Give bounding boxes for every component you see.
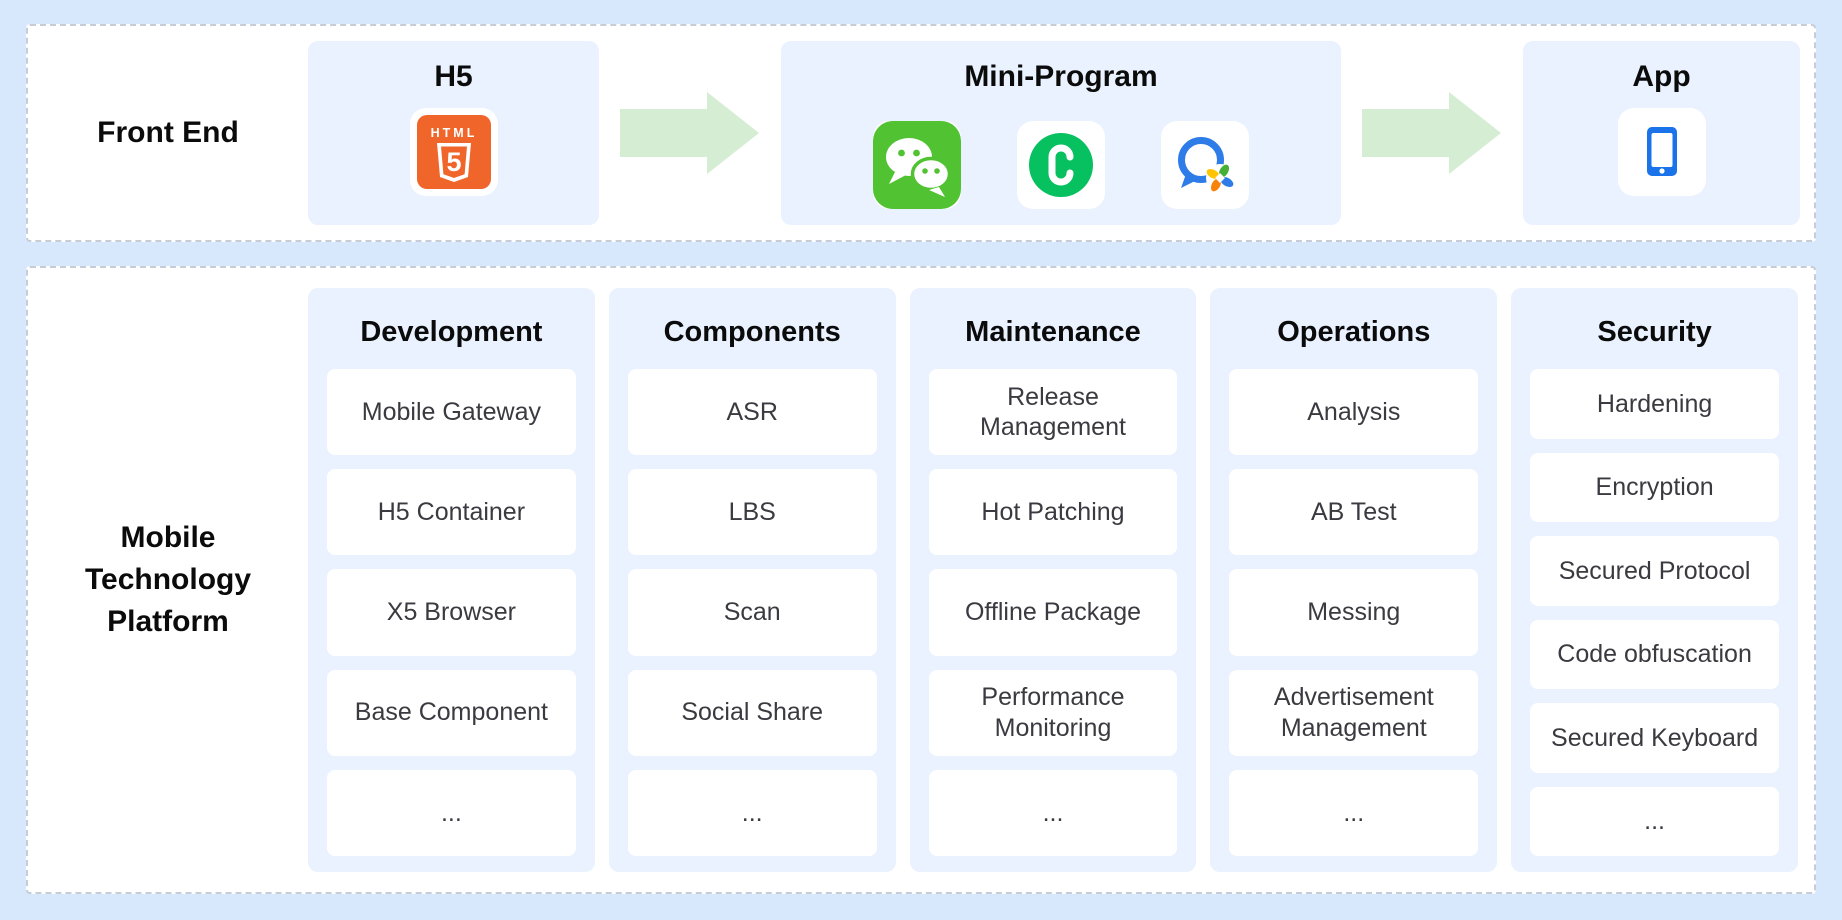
item-secured-protocol: Secured Protocol [1530,536,1779,606]
html5-icon-word: HTML [430,126,477,140]
column-operations: Operations Analysis AB Test Messing Adve… [1210,288,1498,872]
column-components: Components ASR LBS Scan Social Share ... [608,288,896,872]
item-operations-more: ... [1229,769,1479,857]
column-security: Security Hardening Encryption Secured Pr… [1511,288,1798,872]
item-performance-monitoring: Performance Monitoring [928,669,1178,756]
arrow-right-icon [620,92,759,174]
item-mobile-gateway: Mobile Gateway [327,369,576,456]
wecom-icon [1161,121,1249,209]
item-messing: Messing [1229,569,1479,656]
h5-card-title: H5 [434,60,473,93]
html5-icon-number: 5 [446,147,461,177]
front-end-label: Front End [97,116,239,149]
item-maintenance-more: ... [928,769,1178,857]
platform-columns: Development Mobile Gateway H5 Container … [308,288,1798,872]
item-lbs: LBS [627,469,877,556]
column-development: Development Mobile Gateway H5 Container … [308,288,595,872]
platform-panel: Mobile Technology Platform Development M… [26,266,1816,894]
column-security-title: Security [1597,316,1712,348]
column-operations-title: Operations [1277,316,1431,348]
app-card-title: App [1632,60,1691,93]
mini-program-card: Mini-Program [781,41,1341,225]
item-hot-patching: Hot Patching [928,469,1178,556]
mini-program-card-title: Mini-Program [964,60,1158,93]
item-ab-test: AB Test [1229,469,1479,556]
item-scan: Scan [627,569,877,656]
mini-program-icons-row [873,108,1249,209]
item-analysis: Analysis [1229,369,1479,456]
item-h5-container: H5 Container [327,469,576,556]
wechat-miniprogram-icon [1017,121,1105,209]
item-asr: ASR [627,369,877,456]
item-base-component: Base Component [327,669,576,756]
app-card: App [1523,41,1800,225]
item-release-management: Release Management [928,369,1178,456]
front-end-panel: Front End H5 HTML 5 Mini-Program [26,24,1816,242]
column-maintenance-title: Maintenance [965,316,1141,348]
wechat-icon [873,121,961,209]
column-development-title: Development [360,316,543,348]
item-secured-keyboard: Secured Keyboard [1530,703,1779,773]
platform-label: Mobile Technology Platform [84,521,252,638]
item-components-more: ... [627,769,877,857]
item-development-more: ... [327,769,576,857]
item-offline-package: Offline Package [928,569,1178,656]
item-advertisement-management: Advertisement Management [1229,669,1479,756]
item-hardening: Hardening [1530,369,1779,439]
item-x5-browser: X5 Browser [327,569,576,656]
item-encryption: Encryption [1530,452,1779,522]
html5-icon: HTML 5 [409,108,498,196]
item-code-obfuscation: Code obfuscation [1530,619,1779,689]
item-social-share: Social Share [627,669,877,756]
mobile-app-icon [1617,108,1706,196]
h5-card: H5 HTML 5 [308,41,599,225]
column-maintenance: Maintenance Release Management Hot Patch… [909,288,1197,872]
item-security-more: ... [1530,786,1779,856]
arrow-right-icon [1362,92,1501,174]
column-components-title: Components [663,316,841,348]
